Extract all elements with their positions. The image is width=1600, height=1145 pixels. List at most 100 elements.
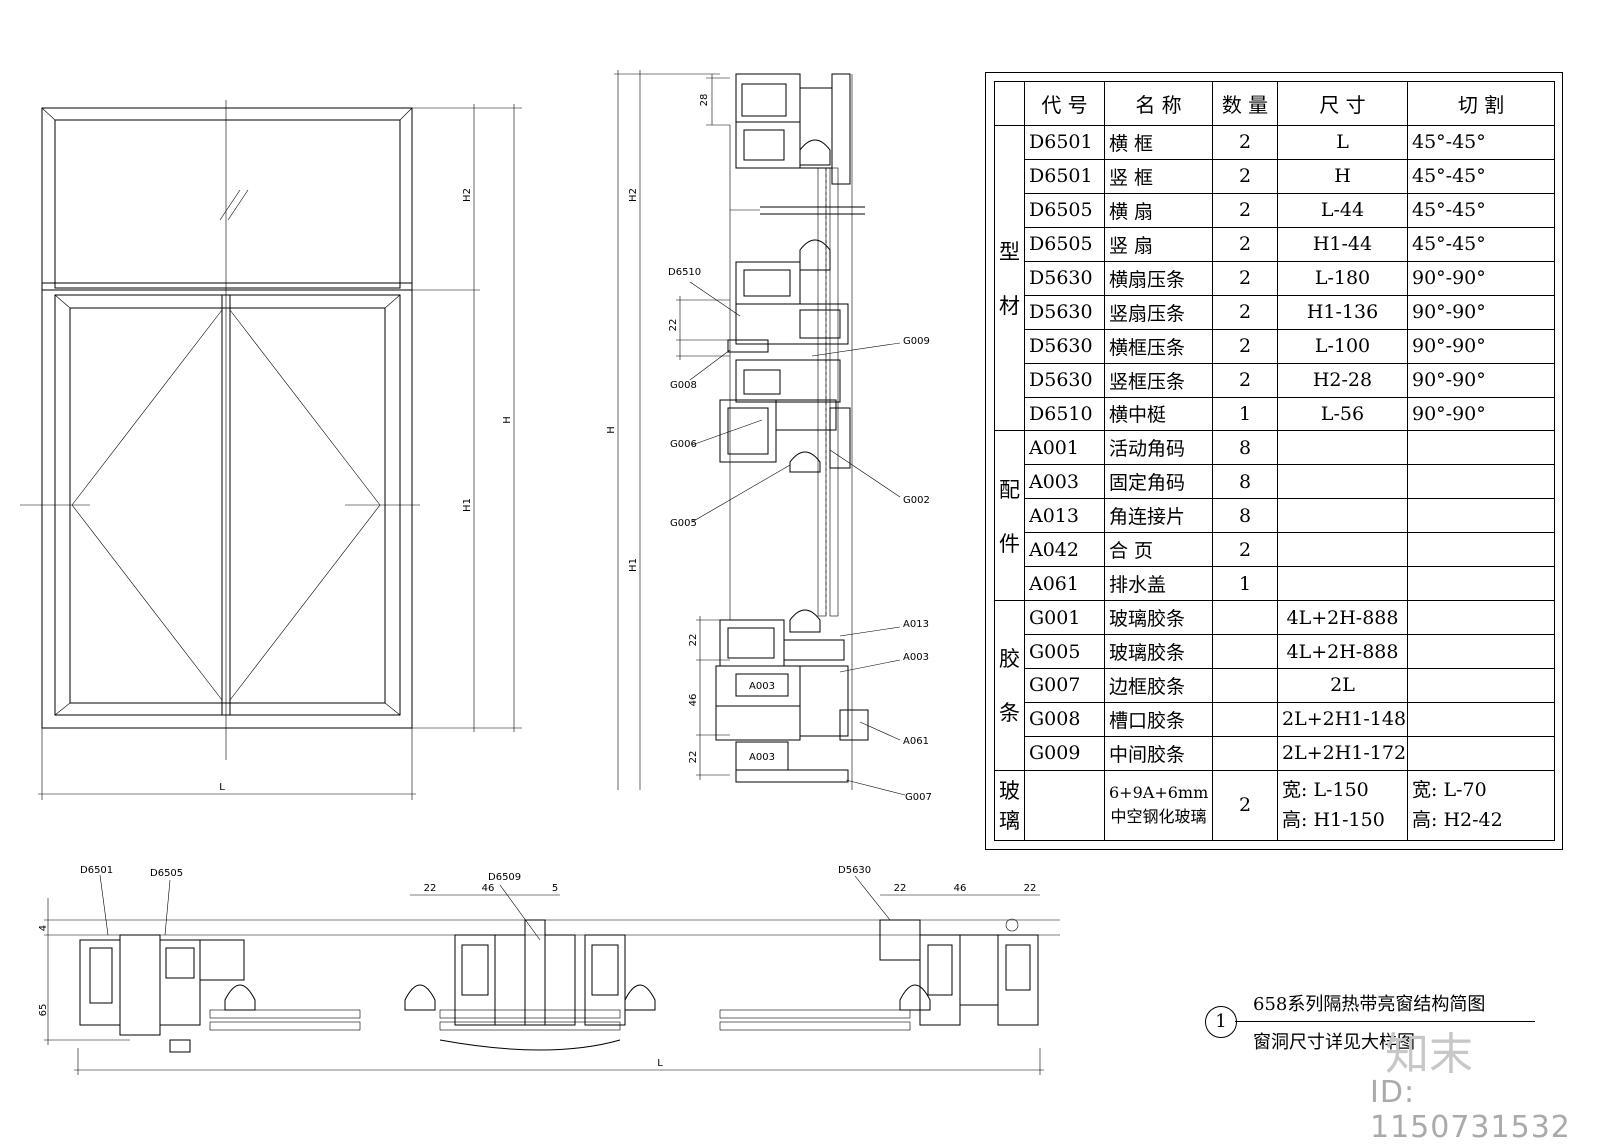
cell-cut: 45°-45° bbox=[1407, 226, 1555, 262]
cell-qty: 2 bbox=[1212, 192, 1278, 228]
cell-size: H1-44 bbox=[1277, 226, 1408, 262]
cell-code: D5630 bbox=[1024, 260, 1105, 296]
cell-name: 排水盖 bbox=[1104, 566, 1213, 602]
cell-cut: 45°-45° bbox=[1407, 158, 1555, 194]
a003-box1: A003 bbox=[749, 681, 775, 692]
header-name: 名 称 bbox=[1104, 81, 1213, 126]
cell-name: 玻璃胶条 bbox=[1104, 600, 1213, 636]
cell-glass-name: 6+9A+6mm 中空钢化玻璃 bbox=[1104, 769, 1213, 842]
cell-size: L-56 bbox=[1277, 396, 1408, 432]
cell-code: D5630 bbox=[1024, 362, 1105, 398]
drawing-number: 1 bbox=[1205, 1006, 1237, 1038]
a003-box2: A003 bbox=[749, 752, 775, 763]
cell-cut: 45°-45° bbox=[1407, 192, 1555, 228]
vs-dim-H1: H1 bbox=[628, 558, 639, 572]
header-cut: 切 割 bbox=[1407, 81, 1555, 126]
cell-qty: 2 bbox=[1212, 226, 1278, 262]
glass-height-2: 高: H2-42 bbox=[1412, 809, 1503, 832]
cell-name: 横框压条 bbox=[1104, 328, 1213, 364]
group-label: 胶 条 bbox=[994, 600, 1025, 771]
cell-code bbox=[1024, 769, 1105, 842]
window-elevation: L H2 H1 H bbox=[20, 100, 522, 800]
hs-dim-22c: 22 bbox=[1024, 883, 1037, 894]
cell-cut: 90°-90° bbox=[1407, 328, 1555, 364]
title-underline bbox=[1235, 1021, 1535, 1022]
cell-cut bbox=[1407, 600, 1555, 636]
cell-code: G009 bbox=[1024, 735, 1105, 771]
cell-name: 槽口胶条 bbox=[1104, 701, 1213, 737]
cell-qty: 8 bbox=[1212, 464, 1278, 500]
cell-size: 2L bbox=[1277, 668, 1408, 703]
cell-name: 中间胶条 bbox=[1104, 735, 1213, 771]
cell-code: A013 bbox=[1024, 498, 1105, 534]
cell-cut: 90°-90° bbox=[1407, 362, 1555, 398]
horizontal-section: 4 65 bbox=[38, 865, 1060, 1075]
cell-size bbox=[1277, 464, 1408, 500]
cell-name: 横中梃 bbox=[1104, 396, 1213, 432]
label-d6510: D6510 bbox=[668, 267, 701, 278]
cell-glass-size1: 宽: L-150 高: H1-150 bbox=[1277, 769, 1408, 842]
glass-height-1: 高: H1-150 bbox=[1282, 809, 1385, 832]
cell-qty: 2 bbox=[1212, 532, 1278, 568]
dim-46: 46 bbox=[688, 694, 699, 707]
dim-22-top: 22 bbox=[688, 634, 699, 647]
hs-dim-46a: 46 bbox=[482, 883, 495, 894]
cell-name: 竖框压条 bbox=[1104, 362, 1213, 398]
cell-size: 2L+2H1-172 bbox=[1277, 735, 1408, 771]
group-label: 型 材 bbox=[994, 124, 1025, 432]
cell-name: 边框胶条 bbox=[1104, 668, 1213, 703]
cell-qty: 2 bbox=[1212, 294, 1278, 330]
cell-code: D5630 bbox=[1024, 328, 1105, 364]
cell-size bbox=[1277, 430, 1408, 466]
hs-label-d6509: D6509 bbox=[488, 872, 521, 883]
cell-name: 合 页 bbox=[1104, 532, 1213, 568]
hs-label-d6505: D6505 bbox=[150, 868, 183, 879]
label-g005: G005 bbox=[670, 518, 697, 529]
cell-qty bbox=[1212, 668, 1278, 703]
cell-size: H2-28 bbox=[1277, 362, 1408, 398]
cell-cut bbox=[1407, 735, 1555, 771]
cell-cut bbox=[1407, 668, 1555, 703]
header-code: 代 号 bbox=[1024, 81, 1105, 126]
hs-dim-5: 5 bbox=[552, 883, 558, 894]
dim-H-label: H bbox=[502, 416, 513, 424]
cell-code: D6510 bbox=[1024, 396, 1105, 432]
cell-glass-qty: 2 bbox=[1212, 769, 1278, 842]
dim-H2-label: H2 bbox=[462, 188, 473, 202]
cell-qty: 2 bbox=[1212, 362, 1278, 398]
cell-qty bbox=[1212, 735, 1278, 771]
hs-label-d5630: D5630 bbox=[838, 865, 871, 876]
cell-size: H bbox=[1277, 158, 1408, 194]
cell-name: 竖扇压条 bbox=[1104, 294, 1213, 330]
cell-name: 横扇压条 bbox=[1104, 260, 1213, 296]
cell-qty bbox=[1212, 701, 1278, 737]
hs-dim-22b: 22 bbox=[894, 883, 907, 894]
cell-qty: 2 bbox=[1212, 260, 1278, 296]
cell-size: 4L+2H-888 bbox=[1277, 600, 1408, 636]
label-a061: A061 bbox=[903, 736, 929, 747]
cell-size: L bbox=[1277, 125, 1408, 160]
glass-width-1: 宽: L-150 bbox=[1282, 779, 1369, 802]
cell-code: G008 bbox=[1024, 701, 1105, 737]
cell-name: 固定角码 bbox=[1104, 464, 1213, 500]
hs-dim-65: 65 bbox=[38, 1004, 49, 1017]
dim-H1-label: H1 bbox=[462, 498, 473, 512]
cell-qty: 2 bbox=[1212, 328, 1278, 364]
